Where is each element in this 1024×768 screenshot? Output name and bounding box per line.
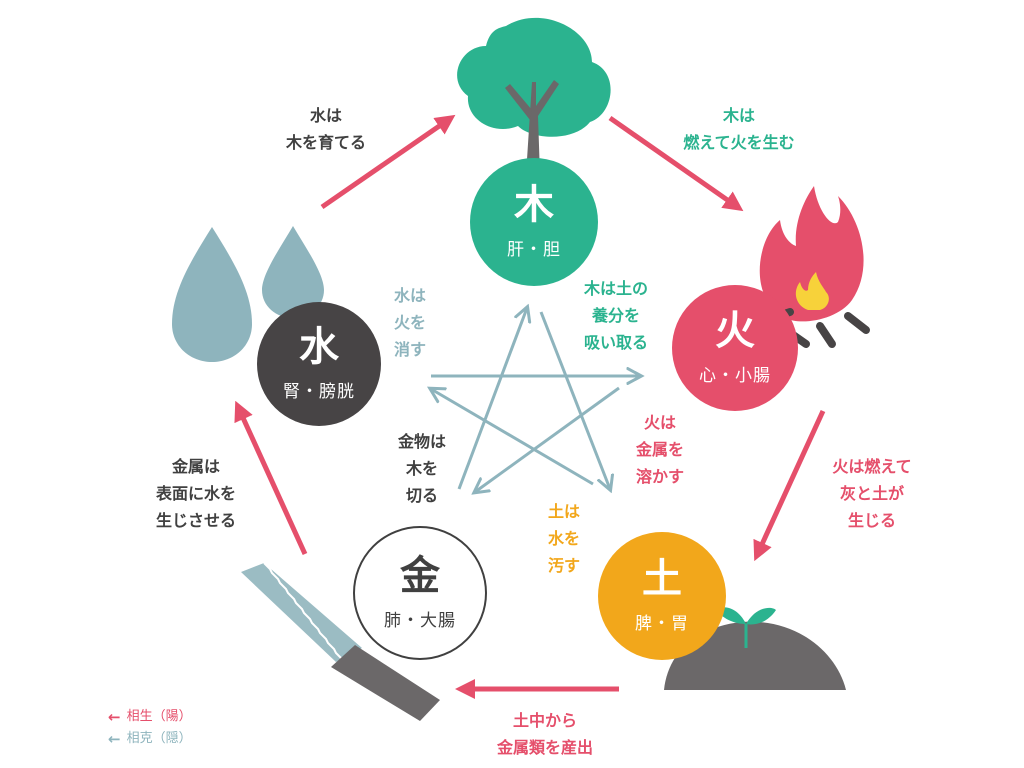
label-wood-controls-earth: 木は土の 養分を 吸い取る bbox=[583, 279, 648, 352]
fire-element-circle: 火 心・小腸 bbox=[672, 285, 798, 411]
arrow-water-to-wood bbox=[320, 114, 456, 210]
earth-element-circle: 土 脾・胃 bbox=[598, 532, 726, 660]
earth-element-char: 土 bbox=[642, 555, 682, 602]
wood-element-char: 木 bbox=[514, 181, 554, 228]
label-earth-controls-water: 土は 水を 汚す bbox=[547, 502, 580, 575]
arrow-earth-to-water bbox=[431, 389, 594, 486]
generating-arrows bbox=[234, 114, 826, 699]
blue-arrow-icon: ← bbox=[108, 730, 121, 748]
arrow-metal-to-wood bbox=[457, 308, 527, 490]
metal-element-organs: 肺・大腸 bbox=[384, 610, 456, 631]
water-element-organs: 腎・膀胱 bbox=[283, 381, 355, 402]
arrow-metal-to-water bbox=[234, 400, 308, 556]
legend-generating: ← 相生（陽） bbox=[108, 708, 192, 726]
label-earth-generates-metal: 土中から 金属類を産出 bbox=[496, 711, 593, 757]
label-water-controls-fire: 水は 火を 消す bbox=[393, 286, 426, 359]
wood-element-organs: 肝・胆 bbox=[507, 239, 561, 260]
fire-element-organs: 心・小腸 bbox=[699, 365, 771, 386]
label-fire-controls-metal: 火は 金属を 溶かす bbox=[635, 413, 684, 486]
label-metal-generates-water: 金属は 表面に水を 生じさせる bbox=[155, 457, 236, 530]
metal-element-circle: 金 肺・大腸 bbox=[353, 526, 487, 660]
legend-controlling: ← 相克（隠） bbox=[108, 730, 192, 748]
legend: ← 相生（陽） ← 相克（隠） bbox=[108, 706, 192, 750]
water-drops-icon bbox=[172, 226, 324, 362]
fire-element-char: 火 bbox=[715, 307, 755, 354]
label-wood-generates-fire: 木は 燃えて火を生む bbox=[683, 106, 795, 152]
controlling-arrows bbox=[431, 308, 640, 492]
earth-element-organs: 脾・胃 bbox=[635, 613, 689, 634]
tree-icon bbox=[457, 17, 611, 175]
arrow-fire-to-metal bbox=[475, 386, 620, 492]
label-fire-generates-earth: 火は燃えて 灰と土が 生じる bbox=[832, 457, 912, 530]
red-arrow-icon: ← bbox=[108, 708, 121, 726]
arrow-fire-to-earth bbox=[753, 409, 826, 562]
arrow-wood-to-fire bbox=[608, 115, 744, 212]
label-water-generates-wood: 水は 木を育てる bbox=[285, 106, 366, 152]
arrow-wood-to-earth bbox=[539, 311, 610, 489]
wood-element-circle: 木 肝・胆 bbox=[470, 158, 598, 286]
water-element-circle: 水 腎・膀胱 bbox=[257, 302, 381, 426]
metal-element-char: 金 bbox=[400, 552, 440, 599]
saw-icon bbox=[241, 562, 440, 721]
label-metal-controls-wood: 金物は 木を 切る bbox=[397, 432, 446, 505]
water-element-char: 水 bbox=[299, 323, 339, 370]
